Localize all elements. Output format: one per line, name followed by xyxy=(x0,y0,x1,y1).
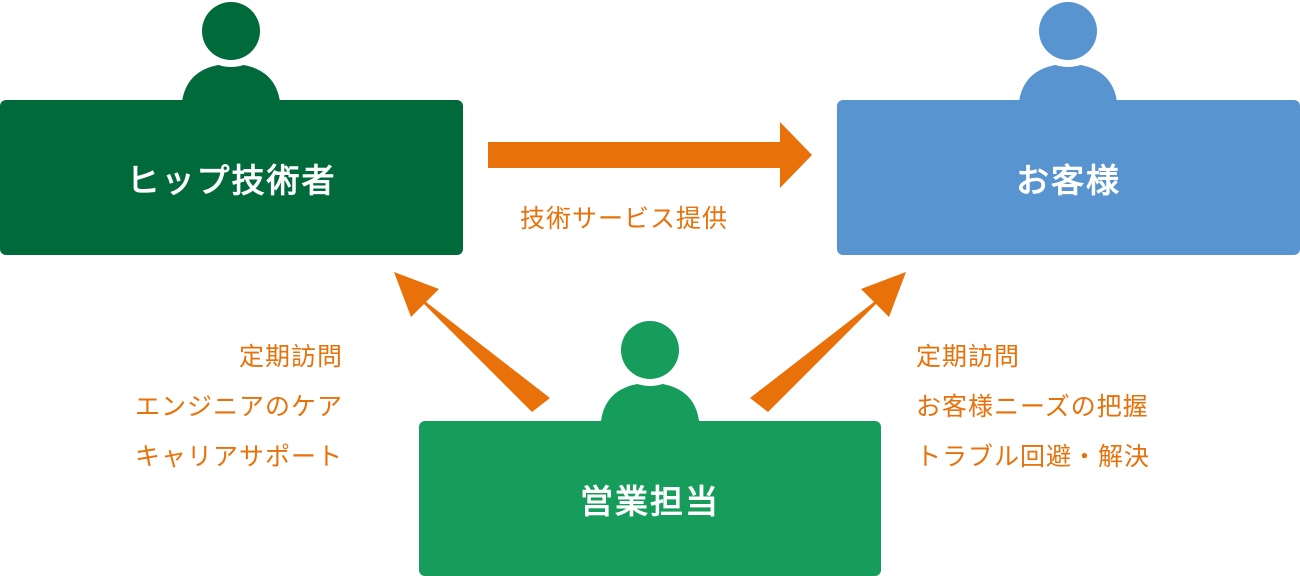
sales-node-label: 営業担当 xyxy=(580,481,720,521)
edge-label-line: エンジニアのケア xyxy=(134,392,343,421)
service-label-text: 技術サービス提供 xyxy=(520,204,729,233)
edge-label-line: 定期訪問 xyxy=(916,342,1021,371)
sales-to-customer-label: 定期訪問 お客様ニーズの把握 トラブル回避・解決 xyxy=(916,332,1150,482)
engineer-person-icon xyxy=(182,2,280,102)
edge-label-line: キャリアサポート xyxy=(134,442,343,471)
service-arrow xyxy=(488,122,812,188)
customer-node-label: お客様 xyxy=(1016,160,1121,200)
edge-label-line: お客様ニーズの把握 xyxy=(916,392,1149,421)
customer-node: お客様 xyxy=(837,100,1300,255)
sales-to-engineer-arrow xyxy=(394,272,550,412)
sales-to-customer-arrow xyxy=(750,272,906,412)
sales-to-engineer-label: 定期訪問 エンジニアのケア キャリアサポート xyxy=(135,332,343,482)
edge-label-line: トラブル回避・解決 xyxy=(916,442,1151,471)
service-edge-label: 技術サービス提供 xyxy=(520,194,728,244)
sales-node: 営業担当 xyxy=(419,421,881,576)
engineer-node: ヒップ技術者 xyxy=(0,100,463,255)
engineer-node-label: ヒップ技術者 xyxy=(126,160,337,200)
edge-label-line: 定期訪問 xyxy=(238,342,343,371)
customer-person-icon xyxy=(1019,2,1117,102)
sales-person-icon xyxy=(601,321,699,421)
